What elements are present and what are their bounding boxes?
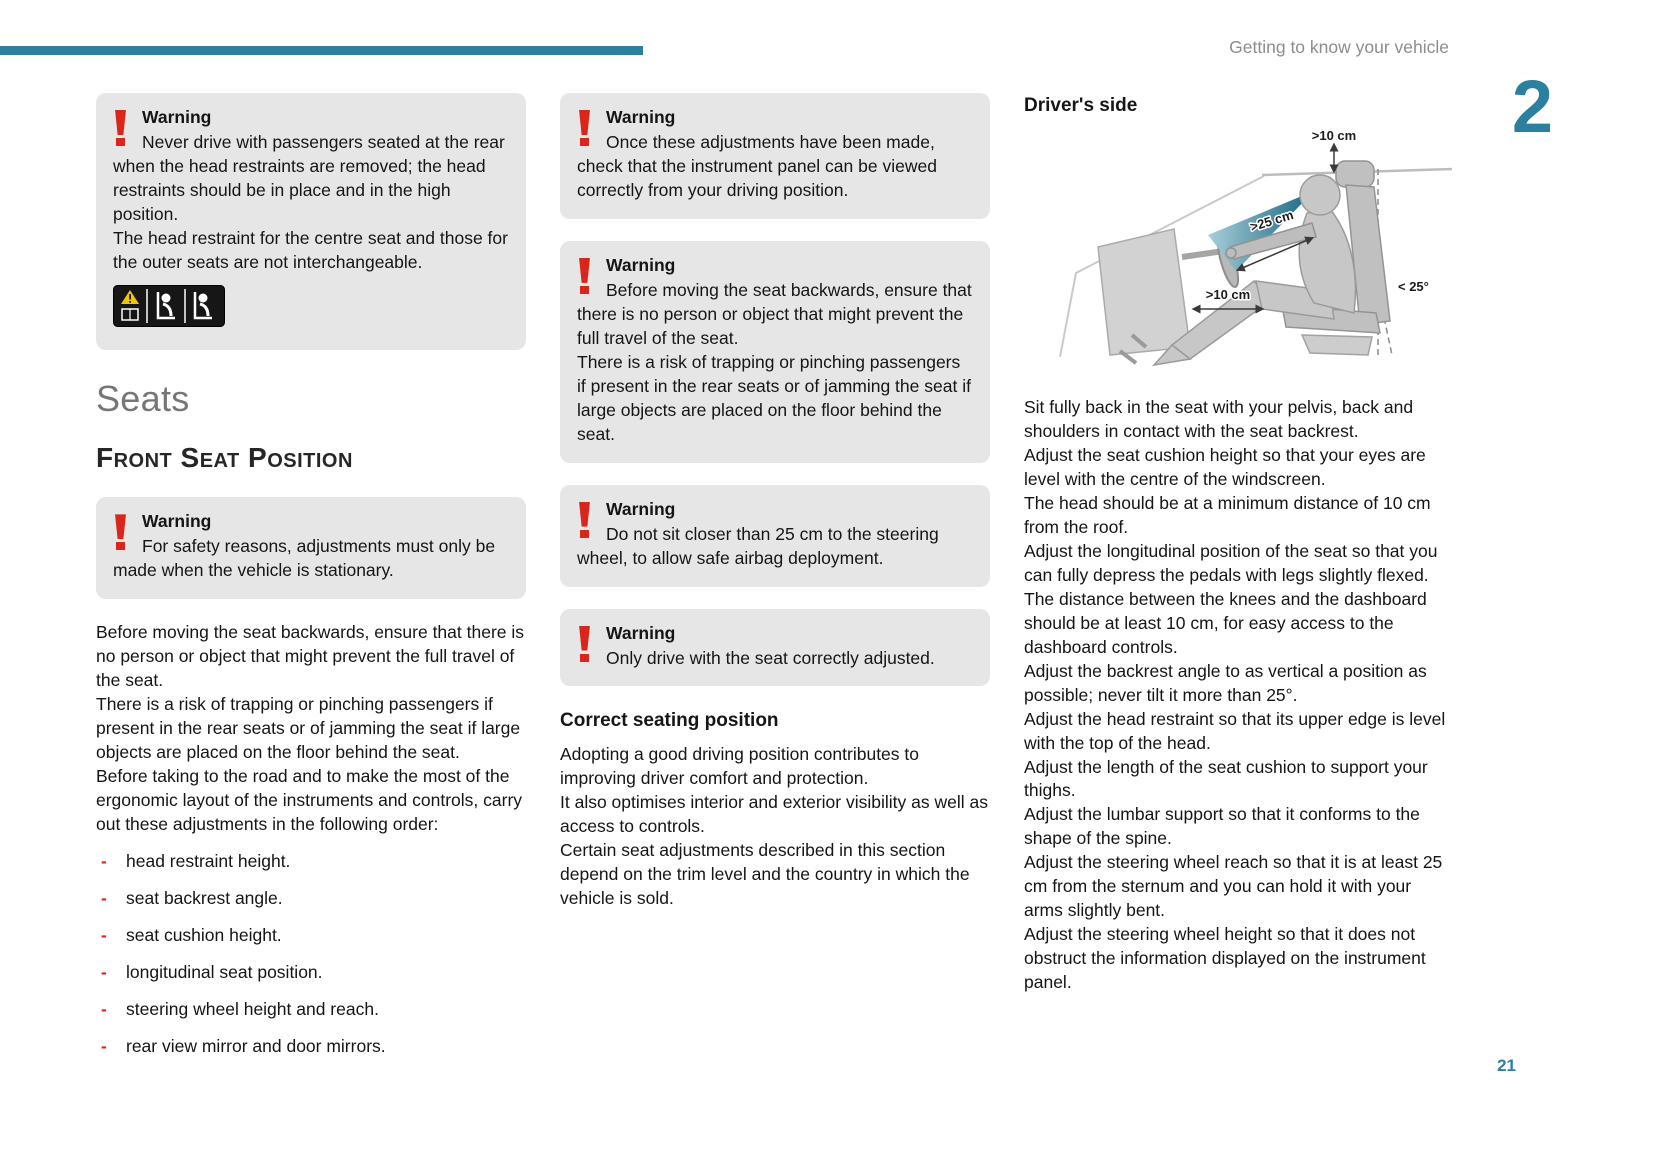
body-paragraph: Before taking to the road and to make th…	[96, 766, 523, 835]
steering-column	[1181, 248, 1225, 260]
figure-label-backrest-angle: < 25°	[1398, 279, 1429, 294]
chapter-number: 2	[1511, 65, 1553, 148]
body-paragraph: Before moving the seat backwards, ensure…	[96, 622, 525, 691]
instruction-paragraph: Adjust the head restraint so that its up…	[1024, 708, 1446, 753]
header-rule	[0, 46, 643, 55]
warning-box-instrument-panel: Warning Once these adjustments have been…	[560, 93, 990, 219]
warning-title: Warning	[606, 254, 676, 275]
column-left: Warning Never drive with passengers seat…	[96, 93, 526, 1072]
warning-title: Warning	[606, 498, 676, 519]
instruction-paragraph: Adjust the longitudinal position of the …	[1024, 540, 1438, 585]
list-item-text: seat cushion height.	[126, 924, 282, 945]
list-item: -rear view mirror and door mirrors.	[96, 1035, 526, 1059]
list-item-text: head restraint height.	[126, 851, 291, 872]
warning-text: Once these adjustments have been made, c…	[577, 131, 937, 200]
heading-drivers-side: Driver's side	[1024, 95, 1138, 116]
driving-position-figure: >10 cm >25 cm >10 cm < 25°	[1024, 125, 1454, 384]
instruction-paragraph: Adjust the steering wheel height so that…	[1024, 924, 1426, 993]
list-item: -seat backrest angle.	[96, 887, 526, 911]
instruction-paragraph: Adjust the steering wheel reach so that …	[1024, 852, 1443, 921]
heading-correct-seating-position: Correct seating position	[560, 710, 779, 732]
warning-exclamation-icon	[114, 514, 131, 551]
warning-title: Warning	[142, 107, 212, 127]
warning-text: Never drive with passengers seated at th…	[113, 131, 505, 224]
windscreen-line	[1059, 175, 1265, 358]
body-paragraph: Adopting a good driving position contrib…	[560, 744, 919, 789]
instruction-paragraph: Adjust the seat cushion height so that y…	[1024, 444, 1426, 489]
body-paragraph: There is a risk of trapping or pinching …	[96, 694, 521, 763]
list-item: -steering wheel height and reach.	[96, 998, 526, 1022]
warning-box-airbag-distance: Warning Do not sit closer than 25 cm to …	[560, 484, 990, 587]
pedal	[1130, 333, 1148, 349]
instruction-paragraph: The head should be at a minimum distance…	[1024, 492, 1431, 537]
warning-text: For safety reasons, adjustments must onl…	[113, 536, 496, 581]
warning-box-stationary: Warning For safety reasons, adjustments …	[96, 497, 526, 600]
list-item-text: rear view mirror and door mirrors.	[126, 1035, 386, 1056]
pedal	[1118, 349, 1138, 365]
subsection-title-front-seat-position: Front Seat Position	[96, 442, 353, 474]
list-item: -seat cushion height.	[96, 924, 526, 948]
driver-hand	[1225, 247, 1237, 259]
instruction-paragraph: Adjust the backrest angle to as vertical…	[1024, 660, 1427, 705]
section-title-seats: Seats	[96, 377, 190, 419]
page-header: Getting to know your vehicle	[1229, 37, 1449, 57]
warning-box-seat-travel: Warning Before moving the seat backwards…	[560, 240, 990, 463]
list-dash: -	[101, 1035, 107, 1056]
instruction-paragraph: Adjust the length of the seat cushion to…	[1024, 756, 1428, 801]
warning-text: There is a risk of trapping or pinching …	[577, 351, 971, 444]
warning-exclamation-icon	[578, 501, 595, 538]
body-paragraph: Certain seat adjustments described in th…	[560, 840, 970, 909]
warning-text: Do not sit closer than 25 cm to the stee…	[577, 523, 939, 568]
column-right: Driver's side	[1024, 93, 1454, 1072]
content-columns: Warning Never drive with passengers seat…	[96, 93, 1454, 1072]
figure-label-roof-clearance: >10 cm	[1312, 128, 1356, 143]
head-restraint	[1335, 160, 1375, 188]
list-dash: -	[101, 998, 107, 1019]
warning-box-head-restraints: Warning Never drive with passengers seat…	[96, 93, 526, 350]
head-restraint-warning-pictogram-icon	[113, 284, 509, 334]
warning-text: The head restraint for the centre seat a…	[113, 227, 508, 272]
list-item-text: steering wheel height and reach.	[126, 998, 379, 1019]
column-middle: Warning Once these adjustments have been…	[560, 93, 990, 1072]
instruction-paragraph: The distance between the knees and the d…	[1024, 588, 1427, 657]
list-dash: -	[101, 888, 107, 909]
warning-exclamation-icon	[578, 257, 595, 294]
page-number: 21	[1497, 1056, 1516, 1075]
list-dash: -	[101, 851, 107, 872]
list-item-text: longitudinal seat position.	[126, 961, 323, 982]
list-item: -longitudinal seat position.	[96, 961, 526, 985]
driver-head	[1299, 174, 1341, 216]
dashboard	[1097, 228, 1191, 356]
body-paragraph: It also optimises interior and exterior …	[560, 792, 988, 837]
warning-title: Warning	[606, 107, 676, 127]
steering-distance-arrow	[1235, 236, 1315, 272]
warning-text: Only drive with the seat correctly adjus…	[606, 647, 935, 668]
warning-title: Warning	[142, 511, 212, 532]
warning-exclamation-icon	[114, 110, 131, 146]
figure-label-knee-distance: >10 cm	[1206, 287, 1250, 302]
warning-exclamation-icon	[578, 110, 595, 146]
seat-base	[1300, 334, 1373, 356]
list-item-text: seat backrest angle.	[126, 888, 283, 909]
warning-exclamation-icon	[578, 625, 595, 662]
driver-foot	[1152, 343, 1192, 367]
list-dash: -	[101, 924, 107, 945]
list-item: -head restraint height.	[96, 850, 526, 874]
warning-text: Before moving the seat backwards, ensure…	[577, 279, 972, 348]
warning-title: Warning	[606, 622, 676, 643]
instruction-paragraph: Adjust the lumbar support so that it con…	[1024, 804, 1420, 849]
list-dash: -	[101, 961, 107, 982]
warning-box-correctly-adjusted: Warning Only drive with the seat correct…	[560, 608, 990, 687]
adjustment-order-list: -head restraint height. -seat backrest a…	[96, 850, 526, 1059]
instruction-paragraph: Sit fully back in the seat with your pel…	[1024, 396, 1414, 441]
